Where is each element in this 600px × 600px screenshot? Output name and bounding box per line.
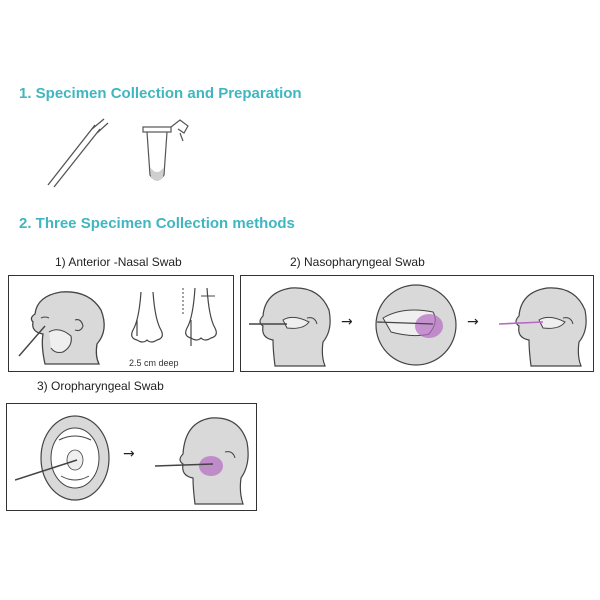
arrow-icon: → xyxy=(123,446,135,462)
method-label-oropharyngeal: 3) Oropharyngeal Swab xyxy=(37,379,164,393)
section-title-collection-methods: 2. Three Specimen Collection methods xyxy=(19,215,295,232)
head-throat-swab-illustration xyxy=(155,417,249,505)
method-label-anterior-nasal: 1) Anterior -Nasal Swab xyxy=(55,255,182,269)
nasopharyngeal-panel: → → xyxy=(240,275,594,372)
head-profile-swab-removal-illustration xyxy=(498,287,587,367)
head-profile-swab-illustration xyxy=(249,287,331,367)
arrow-icon: → xyxy=(467,314,479,330)
method-label-nasopharyngeal: 2) Nasopharyngeal Swab xyxy=(290,255,425,269)
head-profile-illustration xyxy=(18,291,105,365)
arrow-icon: → xyxy=(341,314,353,330)
tube-icon xyxy=(142,119,189,181)
open-mouth-illustration xyxy=(15,415,110,501)
swab-icon xyxy=(47,118,109,188)
oropharyngeal-panel: → xyxy=(6,403,257,511)
nose-front-illustration-2 xyxy=(182,287,217,346)
section-title-specimen-collection: 1. Specimen Collection and Preparation xyxy=(19,85,302,102)
nasal-cavity-closeup-illustration xyxy=(375,284,457,366)
nose-front-illustration-1 xyxy=(131,291,163,343)
depth-note: 2.5 cm deep xyxy=(129,358,179,368)
anterior-nasal-panel: 2.5 cm deep xyxy=(8,275,234,372)
